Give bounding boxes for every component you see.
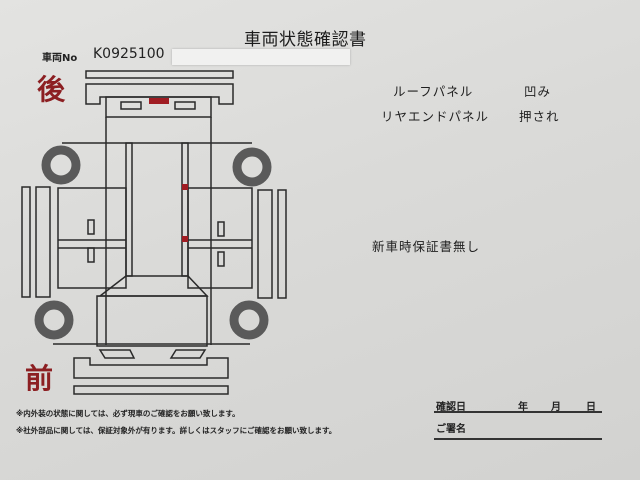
front-label: 前 <box>25 362 54 395</box>
damage-part-2: リヤエンドパネル <box>381 109 490 124</box>
damage-condition-1: 凹み <box>524 84 552 99</box>
day-label: 日 <box>586 402 596 413</box>
date-line <box>434 411 602 413</box>
year-label: 年 <box>518 402 528 413</box>
vehicle-no-label: 車両No <box>42 53 78 64</box>
damage-mark-icon <box>149 98 188 242</box>
month-label: 月 <box>551 402 561 413</box>
warranty-note: 新車時保証書無し <box>372 239 481 254</box>
vehicle-no-value: K0925100 <box>93 46 165 62</box>
redacted-field <box>172 49 350 65</box>
signature-label: ご署名 <box>436 424 466 435</box>
footnote-2: ※社外部品に関しては、保証対象外が有ります。詳しくはスタッフにご確認をお願い致し… <box>16 426 337 435</box>
footnote-1: ※内外装の状態に関しては、必ず現車のご確認をお願い致します。 <box>16 409 240 418</box>
wheel-icon <box>34 145 272 340</box>
confirm-date-label: 確認日 <box>436 402 466 413</box>
damage-condition-2: 押され <box>519 109 560 124</box>
document-title: 車両状態確認書 <box>244 30 367 50</box>
signature-line <box>434 438 602 440</box>
damage-part-1: ルーフパネル <box>393 84 474 99</box>
rear-label: 後 <box>37 73 66 106</box>
